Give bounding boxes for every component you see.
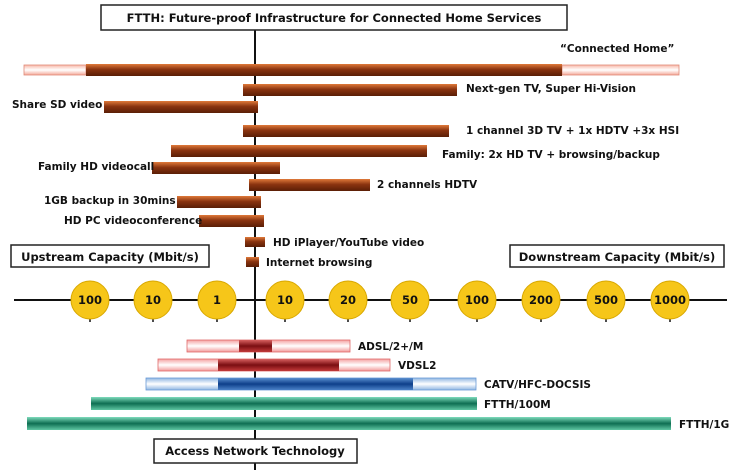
scale-label: 50	[402, 293, 418, 307]
service-label-2-channels-hdtv: 2 channels HDTV	[377, 179, 478, 191]
service-bar-next-gen-tv	[243, 84, 457, 96]
tech-bar-catv-inner	[218, 378, 413, 390]
scale-label: 200	[529, 293, 553, 307]
service-bar-hd-pc-videoconference	[199, 215, 264, 227]
scale-circle-200: 200	[521, 280, 561, 322]
service-bar-1gb-backup	[177, 196, 261, 208]
title: FTTH: Future-proof Infrastructure for Co…	[127, 11, 542, 25]
scale-circle-50: 50	[390, 280, 430, 322]
service-label-connected-home: “Connected Home”	[560, 43, 674, 55]
scale-circle-1000: 1000	[650, 280, 690, 322]
tech-label-vdsl2: VDSL2	[398, 360, 436, 372]
service-label-share-sd-video: Share SD video	[12, 99, 102, 111]
service-label-1gb-backup: 1GB backup in 30mins	[44, 195, 176, 207]
tech-bar-ftth-1g	[27, 417, 671, 430]
scale-circle-100-up: 100	[70, 280, 110, 322]
scale-circle-100-down: 100	[457, 280, 497, 322]
upstream-capacity-box	[10, 244, 210, 268]
scale-label: 1000	[654, 293, 686, 307]
tech-label-catv: CATV/HFC-DOCSIS	[484, 379, 591, 391]
scale-label: 10	[145, 293, 161, 307]
scale-circle-500: 500	[586, 280, 626, 322]
service-bar-3d-tv	[243, 125, 449, 137]
service-bar-2-channels-hdtv	[249, 179, 370, 191]
connected-home-fade-left	[23, 64, 87, 76]
scale-label: 500	[594, 293, 618, 307]
service-label-hd-pc-videoconference: HD PC videoconference	[64, 215, 202, 227]
scale-circle-20: 20	[328, 280, 368, 322]
service-bar-family-2x-hdtv	[171, 145, 427, 157]
downstream-capacity-box	[509, 244, 725, 268]
scale-circle-10-up: 10	[133, 280, 173, 322]
service-label-hd-iplayer: HD iPlayer/YouTube video	[273, 237, 424, 249]
service-bar-connected-home	[86, 64, 562, 76]
scale-circle-10-down: 10	[265, 280, 305, 322]
service-bar-hd-iplayer	[245, 237, 265, 247]
scale-circle-1: 1	[197, 280, 237, 322]
service-label-3d-tv: 1 channel 3D TV + 1x HDTV +3x HSI	[466, 125, 679, 137]
service-bar-share-sd-video	[104, 101, 258, 113]
tech-label-adsl: ADSL/2+/M	[358, 341, 423, 353]
access-network-box	[153, 438, 358, 464]
scale-label: 20	[340, 293, 356, 307]
service-label-family-hd-videocall: Family HD videocall	[38, 161, 154, 173]
service-label-family-2x-hdtv: Family: 2x HD TV + browsing/backup	[442, 149, 660, 161]
tech-bar-vdsl2-inner	[218, 359, 339, 371]
scale-label: 100	[78, 293, 102, 307]
connected-home-fade-right	[561, 64, 680, 76]
title-box	[100, 4, 568, 31]
tech-bar-adsl-inner	[239, 340, 272, 352]
service-label-internet-browsing: Internet browsing	[266, 257, 372, 269]
tech-bar-ftth-100m	[91, 397, 477, 410]
scale-label: 1	[213, 293, 221, 307]
tech-label-ftth-100m: FTTH/100M	[484, 399, 551, 411]
scale-label: 10	[277, 293, 293, 307]
service-label-next-gen-tv: Next-gen TV, Super Hi-Vision	[466, 83, 636, 95]
access-network-label: Access Network Technology	[165, 444, 345, 458]
upstream-capacity-label: Upstream Capacity (Mbit/s)	[21, 250, 199, 264]
scale-label: 100	[465, 293, 489, 307]
tech-label-ftth-1g: FTTH/1G	[679, 419, 729, 431]
service-bar-internet-browsing	[246, 257, 259, 267]
service-bar-family-hd-videocall	[152, 162, 280, 174]
downstream-capacity-label: Downstream Capacity (Mbit/s)	[519, 250, 715, 264]
